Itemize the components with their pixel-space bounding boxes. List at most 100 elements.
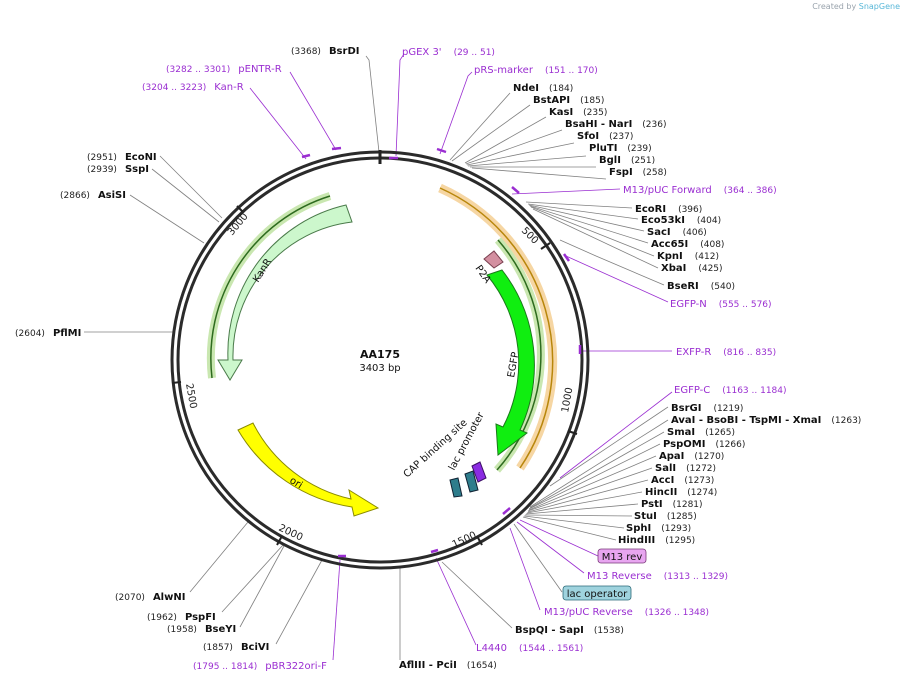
primer-pentr-r: (3282 .. 3301)pENTR-R (166, 64, 282, 75)
enzyme-bseri: BseRI(540) (667, 281, 735, 292)
enzyme-bsrgi: BsrGI(1219) (671, 403, 743, 414)
leader-bseyi (239, 545, 285, 628)
leader-hindiii (522, 516, 617, 541)
leader-m13puc-fwd (511, 188, 621, 195)
feature-p2a-block (483, 250, 504, 269)
primer-m13puc-reverse: M13/pUC Reverse(1326 .. 1348) (544, 607, 709, 618)
enzyme-kpni: KpnI(412) (657, 251, 719, 262)
scale-ticks (171, 205, 578, 546)
enzyme-stui: StuI(1285) (634, 511, 697, 522)
enzyme-sali: SalI(1272) (655, 463, 716, 474)
feature-kanr-arrow (217, 204, 353, 381)
snapgene-credit: Created by SnapGene (812, 2, 900, 11)
enzyme-acci: AccI(1273) (651, 475, 714, 486)
enzyme-sspi: (2939)SspI (87, 164, 149, 175)
feature-lac-promoter-block (471, 461, 487, 483)
primer-mark-pentr (331, 146, 342, 151)
feature-egfp-arrow (486, 269, 535, 456)
leader-bsahi (465, 129, 563, 165)
primer-m13-reverse: M13 Reverse(1313 .. 1329) (587, 571, 728, 582)
leader-bcivi (275, 559, 323, 645)
plasmid-name: AA175 (360, 348, 400, 361)
leader-pluti (467, 155, 587, 167)
leader-kasi (464, 116, 547, 164)
leader-hincii (526, 491, 643, 514)
leader-xbai (532, 208, 659, 269)
leader-prs-marker (439, 71, 473, 155)
enzyme-asisi: (2866)AsiSI (60, 190, 126, 201)
feature-band-green-right-core (496, 239, 542, 471)
enzyme-pflmi: (2604)PflMI (15, 328, 81, 339)
leader-stui (524, 514, 633, 517)
leader-kpni (530, 206, 655, 257)
primer-mark-m13rev (502, 507, 511, 515)
leader-asisi (129, 194, 205, 244)
leader-psti (525, 503, 639, 515)
enzyme-hindiii: HindIII(1295) (618, 535, 695, 546)
leader-econi (159, 155, 223, 219)
enzyme-bspqi-sapi: BspQI - SapI(1538) (515, 625, 624, 636)
enzyme-kasi: KasI(235) (549, 107, 607, 118)
leader-ndei (449, 92, 511, 161)
primer-kan-r: (3204 .. 3223)Kan-R (142, 82, 244, 93)
enzyme-smai: SmaI(1265) (667, 427, 735, 438)
tick-2500 (171, 381, 182, 384)
enzyme-bstapi: BstAPI(185) (533, 95, 604, 106)
snapgene-logo-text: SnapGene (858, 2, 900, 11)
feature-cap-site-block (449, 477, 463, 498)
enzyme-pluti: PluTI(239) (589, 143, 652, 154)
enzyme-sfoi: SfoI(237) (577, 131, 633, 142)
tick-1500 (476, 535, 483, 546)
primer-egfp-n: EGFP-N(555 .. 576) (670, 299, 772, 310)
enzyme-ecori: EcoRI(396) (635, 204, 702, 215)
feature-band-orange-core (439, 187, 554, 469)
m13-rev-box-label: M13 rev (602, 552, 643, 563)
enzyme-bsahi-nari: BsaHI - NarI(236) (565, 119, 667, 130)
primer-mark-m13fwd (511, 186, 520, 194)
leader-smai (529, 431, 665, 509)
leader-ecori (525, 201, 633, 209)
tick-label-1500: 1500 (451, 530, 479, 551)
primer-m13puc-forward: M13/pUC Forward(364 .. 386) (623, 185, 777, 196)
leader-acci (527, 479, 649, 513)
primer-exfp-r: EXFP-R(816 .. 835) (676, 347, 776, 358)
enzyme-hincii: HincII(1274) (645, 487, 717, 498)
feature-p2a-label: P2A (473, 263, 493, 285)
enzyme-alwni: (2070)AlwNI (115, 592, 185, 603)
leader-apai (528, 455, 657, 511)
leader-l4440 (435, 557, 477, 646)
leader-pgex3 (395, 53, 405, 157)
primer-l4440: L4440(1544 .. 1561) (476, 643, 583, 654)
feature-egfp-label: EGFP (506, 351, 521, 378)
primer-mark-prs (436, 147, 447, 154)
enzyme-acc65i: Acc65I(408) (651, 239, 724, 250)
primer-mark-egfpn (562, 253, 571, 262)
enzyme-bcivi: (1857)BciVI (203, 642, 269, 653)
primer-mark-l4440 (430, 548, 439, 554)
leader-eco53ki (527, 203, 639, 220)
feature-lac-mini-block (464, 470, 479, 493)
enzyme-saci: SacI(406) (647, 227, 707, 238)
tick-label-500: 500 (519, 225, 540, 246)
feature-ori-arrow (237, 422, 380, 517)
leader-bseri (559, 239, 665, 286)
credit-prefix: Created by (812, 2, 857, 11)
enzyme-pspomi: PspOMI(1266) (663, 439, 745, 450)
enzyme-xbai: XbaI(425) (661, 263, 723, 274)
leader-bsrgi (549, 406, 669, 487)
leader-sspi (151, 168, 220, 223)
enzyme-afliii-pcii: AflIII - PciI(1654) (399, 660, 497, 671)
primer-prs-marker: pRS-marker(151 .. 170) (474, 65, 598, 76)
feature-lac-promoter-label: lac promoter (447, 410, 487, 472)
leader-pspomi (528, 443, 661, 510)
leader-pspfi (221, 544, 284, 613)
leader-lac-operator (513, 523, 563, 593)
enzyme-bsrdi: (3368)BsrDI (291, 46, 359, 57)
leader-fspi (471, 167, 607, 180)
lac-operator-box (562, 585, 632, 601)
leader-m13rev-box (519, 519, 599, 557)
enzyme-econi: (2951)EcoNI (87, 152, 157, 163)
leader-sali (527, 467, 653, 512)
enzyme-ndei: NdeI(184) (513, 83, 573, 94)
